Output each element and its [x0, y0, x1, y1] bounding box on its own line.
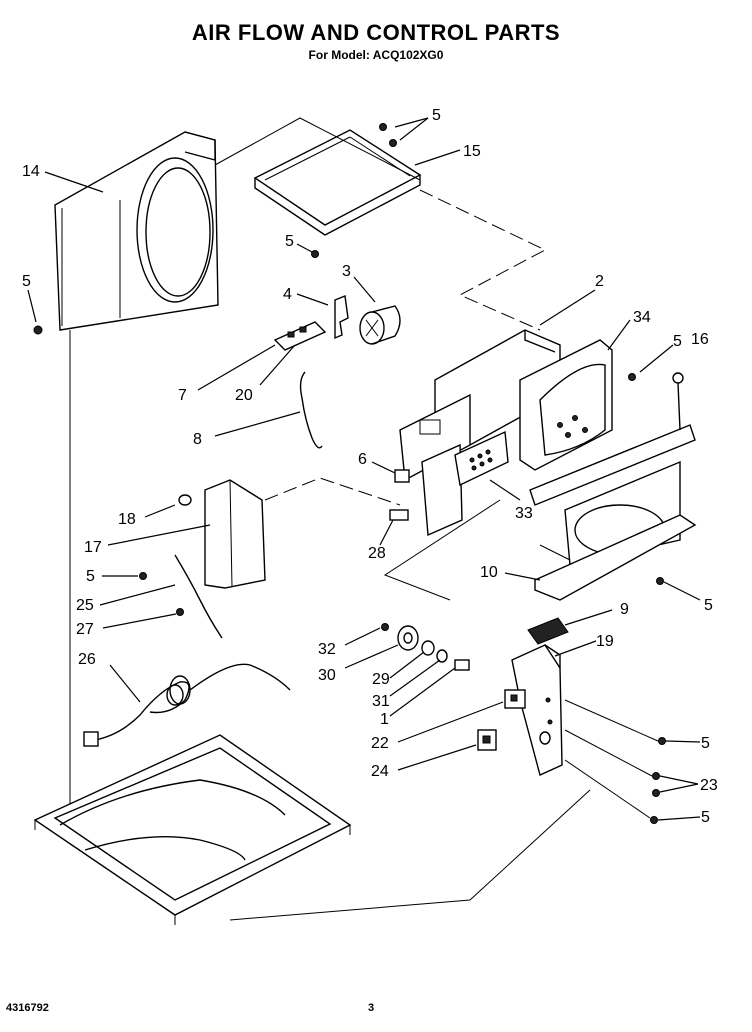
- part-33-board: [454, 430, 509, 487]
- page-number: 3: [368, 1002, 375, 1014]
- part-30-knob: [397, 625, 419, 651]
- callout-1: 1: [380, 711, 389, 728]
- part-25-wire: [174, 554, 223, 639]
- screw-5-base: [656, 577, 664, 585]
- base-tray: [33, 734, 352, 925]
- screw-32: [381, 623, 389, 631]
- callout-5: 5: [701, 809, 710, 826]
- part-28-clip: [389, 509, 409, 521]
- callout-24: 24: [371, 763, 389, 780]
- part-17-bracket: [178, 479, 266, 589]
- callout-9: 9: [620, 601, 629, 618]
- part-26-power-cord: [83, 663, 291, 747]
- leader-lines: [27, 117, 701, 821]
- callout-2: 2: [595, 273, 604, 290]
- part-24-thermostat: [477, 729, 497, 751]
- part-4-clip: [334, 295, 349, 340]
- callout-32: 32: [318, 641, 336, 658]
- callout-34: 34: [633, 309, 651, 326]
- screw-23-b: [652, 789, 660, 797]
- callout-6: 6: [358, 451, 367, 468]
- callout-17: 17: [84, 539, 102, 556]
- callout-14: 14: [22, 163, 40, 180]
- model-subtitle: For Model: ACQ102XG0: [308, 48, 444, 62]
- callout-7: 7: [178, 387, 187, 404]
- callout-3: 3: [342, 263, 351, 280]
- callout-5: 5: [22, 273, 31, 290]
- callout-18: 18: [118, 511, 136, 528]
- callout-22: 22: [371, 735, 389, 752]
- callout-4: 4: [283, 286, 292, 303]
- callout-31: 31: [372, 693, 390, 710]
- part-29-washer: [421, 640, 435, 656]
- part-7-bracket: [273, 321, 327, 351]
- callout-20: 20: [235, 387, 253, 404]
- part-31-nut: [436, 649, 448, 663]
- part-8-harness: [299, 371, 323, 449]
- callout-16: 16: [691, 331, 709, 348]
- part-16-screw: [672, 372, 684, 431]
- guide-line-17: [264, 477, 401, 506]
- screw-5-motor: [311, 250, 319, 258]
- part-34-fan-shroud: [519, 339, 613, 471]
- screw-5-top: [379, 123, 397, 147]
- callout-5: 5: [432, 107, 441, 124]
- guide-line-top: [214, 117, 421, 181]
- guide-line-screws-19: [564, 699, 659, 742]
- part-6-clip: [394, 469, 410, 483]
- callout-10: 10: [480, 564, 498, 581]
- callout-5: 5: [285, 233, 294, 250]
- callout-19: 19: [596, 633, 614, 650]
- guide-line-screws-19c: [564, 759, 651, 819]
- document-number: 4316792: [6, 1002, 49, 1014]
- part-14-blower-housing: [54, 131, 219, 331]
- callout-23: 23: [700, 777, 718, 794]
- part-19-control-bracket: [511, 644, 563, 776]
- part-3-motor: [359, 305, 401, 345]
- part-10-bracket-assembly: [529, 424, 697, 601]
- callout-labels: 14 5 5 15 5 3 4 2 34 5 16 7 20 8 6 33 18…: [22, 107, 718, 826]
- screw-5-left: [33, 325, 43, 335]
- guide-line-33-10: [383, 499, 501, 601]
- screw-5-shroud: [628, 373, 636, 381]
- part-9-pad: [527, 617, 569, 645]
- screw-23-a: [652, 772, 660, 780]
- guide-line-screws-19b: [564, 729, 653, 777]
- part-22-rotary-switch: [504, 689, 526, 709]
- callout-15: 15: [463, 143, 481, 160]
- part-2-control-housing: [399, 329, 561, 537]
- callout-5: 5: [701, 735, 710, 752]
- callout-33: 33: [515, 505, 533, 522]
- callout-27: 27: [76, 621, 94, 638]
- part-1-switch: [454, 659, 470, 671]
- guide-line-15-2: [419, 189, 547, 331]
- screw-5-control-2: [650, 816, 658, 824]
- callout-8: 8: [193, 431, 202, 448]
- guide-line-base: [229, 789, 591, 921]
- screw-5-control-1: [658, 737, 666, 745]
- callout-5: 5: [673, 333, 682, 350]
- page-title: AIR FLOW AND CONTROL PARTS: [191, 20, 561, 45]
- screw-27: [176, 608, 184, 616]
- callout-29: 29: [372, 671, 390, 688]
- callout-28: 28: [368, 545, 386, 562]
- callout-5: 5: [704, 597, 713, 614]
- callout-5: 5: [86, 568, 95, 585]
- screw-5-bracket17: [139, 572, 147, 580]
- callout-25: 25: [76, 597, 94, 614]
- callout-26: 26: [78, 651, 96, 668]
- callout-30: 30: [318, 667, 336, 684]
